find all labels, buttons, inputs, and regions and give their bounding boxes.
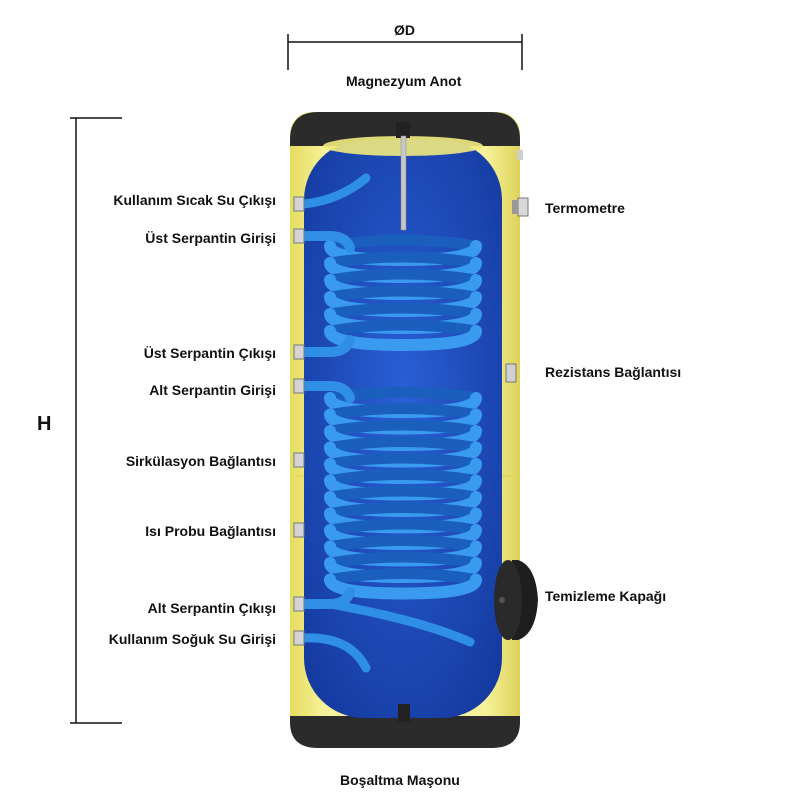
pipe-fitting [293, 522, 305, 538]
label-lower-coil-inlet: Alt Serpantin Girişi [149, 382, 276, 398]
pipe-fitting [293, 196, 305, 212]
label-thermometer: Termometre [545, 200, 625, 216]
coil-turn-back [324, 436, 482, 453]
label-lower-coil-outlet: Alt Serpantin Çıkışı [147, 600, 276, 616]
left-side-connections [293, 196, 305, 646]
coil-turn-back [324, 568, 482, 585]
coil-turn-back [324, 502, 482, 519]
label-cleaning-cover: Temizleme Kapağı [545, 588, 667, 604]
label-heater-port: Rezistans Bağlantısı [545, 364, 682, 380]
label-cold-water-inlet: Kullanım Soğuk Su Girişi [108, 631, 276, 647]
height-label: H [37, 413, 52, 435]
coil-connection-stubs [299, 231, 475, 647]
coil-turn-front [324, 325, 482, 352]
pipe-fitting [293, 452, 305, 468]
label-hot-water-outlet: Kullanım Sıcak Su Çıkışı [113, 192, 276, 208]
right-side-connections [505, 150, 529, 383]
coil-turn-back [324, 419, 482, 437]
coil-turn-back [324, 469, 482, 486]
coil-turn-back [324, 551, 482, 569]
pipe-fitting [293, 630, 305, 646]
label-drain: Boşaltma Maşonu [340, 772, 460, 788]
coil-turn-back [324, 302, 482, 320]
pipe-fitting [293, 596, 305, 612]
label-probe-port: Isı Probu Bağlantısı [145, 523, 276, 539]
coil-turn-back [324, 452, 482, 470]
magnesium-anode-rod [396, 122, 410, 231]
pipe-fitting [293, 378, 305, 394]
coil-turn-back [324, 485, 482, 503]
heater-port [505, 363, 517, 383]
coil-turn-back [324, 403, 482, 420]
pipe-fitting [293, 344, 305, 360]
coil-turn-back [324, 251, 482, 269]
thermometer-port [512, 150, 529, 217]
label-circulation-port: Sirkülasyon Bağlantısı [125, 453, 276, 469]
coil-turn-back [324, 535, 482, 552]
cold-water-inlet-pipe [299, 633, 371, 673]
upper-coil [324, 234, 482, 352]
coil-turn-back [324, 285, 482, 303]
diameter-label: ØD [394, 22, 415, 38]
coil-turn-back [324, 518, 482, 536]
coil-turn-back [324, 268, 482, 286]
lower-coil [324, 386, 482, 600]
coil-turn-front [324, 573, 482, 600]
hot-water-outlet-pipe [299, 173, 371, 209]
pipe-fitting [293, 228, 305, 244]
height-dimension-line [70, 117, 122, 724]
label-upper-coil-inlet: Üst Serpantin Girişi [145, 230, 276, 246]
diameter-dimension-line [287, 34, 523, 70]
label-magnesium-anode: Magnezyum Anot [346, 73, 462, 89]
drain-socket [398, 704, 410, 722]
coil-turn-back [324, 319, 482, 337]
cleaning-cover [494, 560, 538, 640]
label-upper-coil-outlet: Üst Serpantin Çıkışı [143, 345, 276, 361]
